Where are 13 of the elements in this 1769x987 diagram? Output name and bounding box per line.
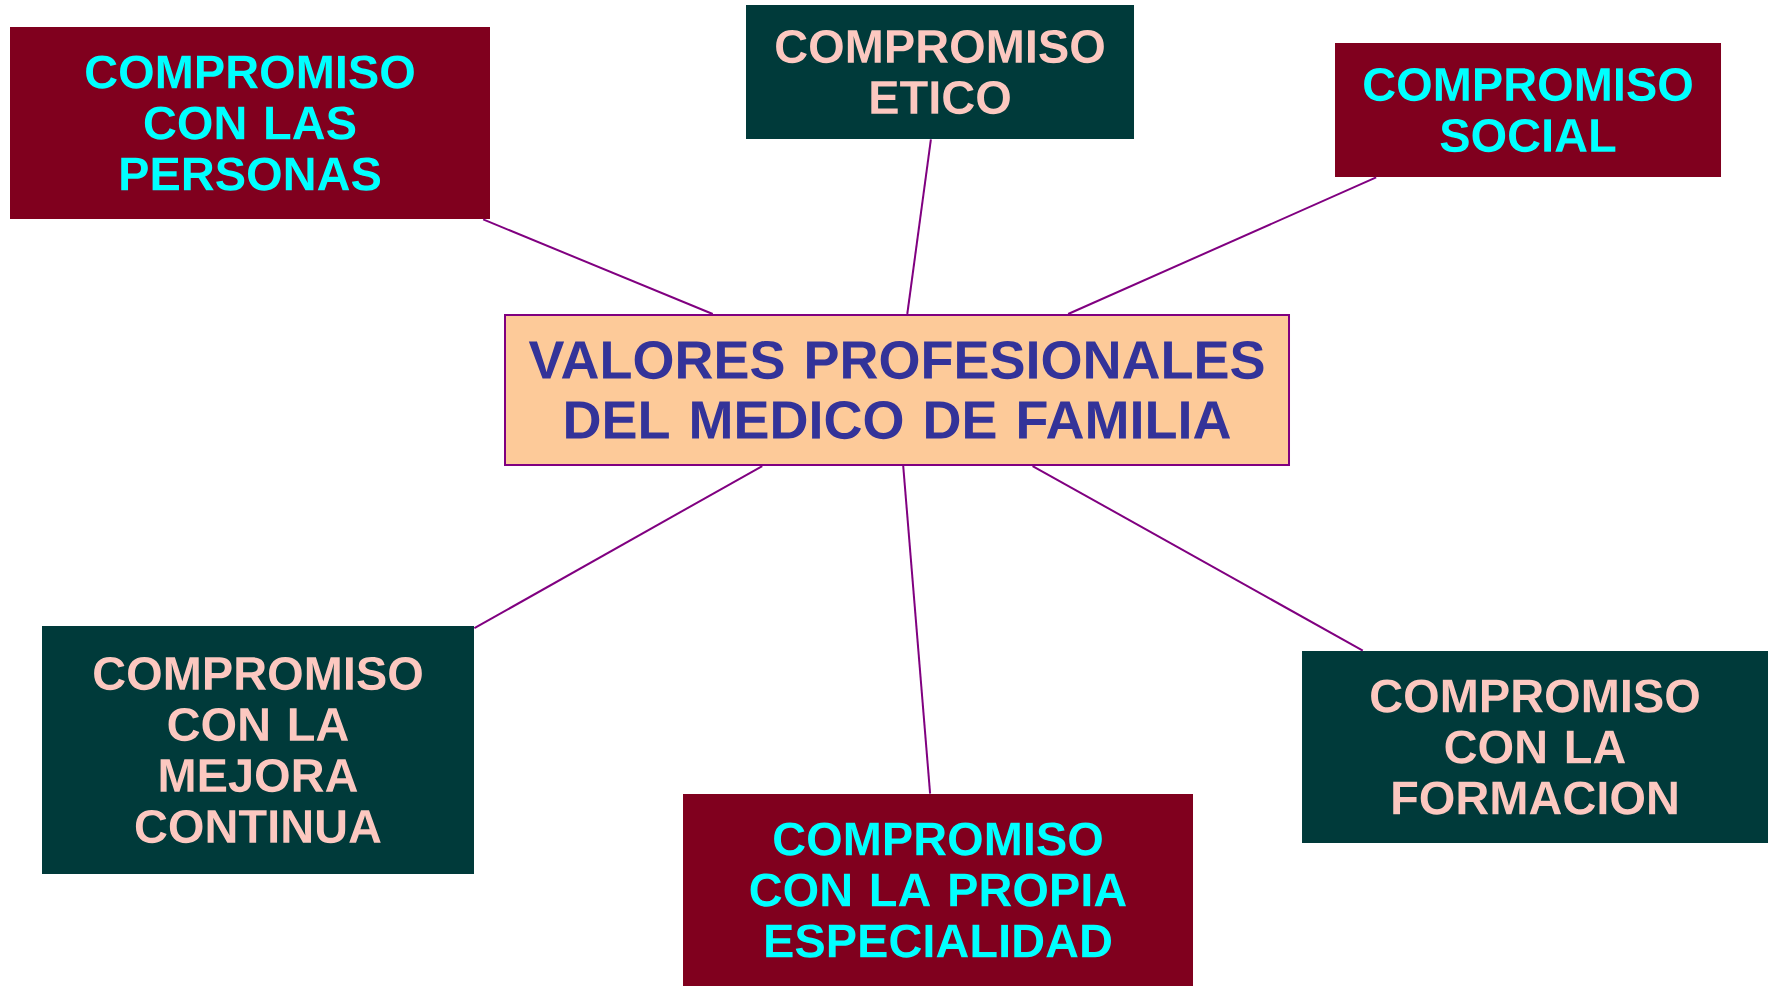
concept-box: COMPROMISO CON LA MEJORA CONTINUA <box>42 626 474 874</box>
connector-line <box>906 138 932 315</box>
concept-box: COMPROMISO CON LA FORMACION <box>1302 651 1768 843</box>
connector-line <box>902 465 932 795</box>
concept-box: COMPROMISO CON LAS PERSONAS <box>10 27 490 219</box>
connector-line <box>1031 465 1364 652</box>
concept-box: VALORES PROFESIONALES DEL MEDICO DE FAMILIA <box>504 314 1290 466</box>
concept-box: COMPROMISO ETICO <box>746 5 1134 139</box>
concept-box: COMPROMISO SOCIAL <box>1335 43 1721 177</box>
connector-line <box>482 218 714 315</box>
connector-line <box>1067 176 1378 315</box>
connector-line <box>473 465 764 630</box>
concept-box: COMPROMISO CON LA PROPIA ESPECIALIDAD <box>683 794 1193 986</box>
